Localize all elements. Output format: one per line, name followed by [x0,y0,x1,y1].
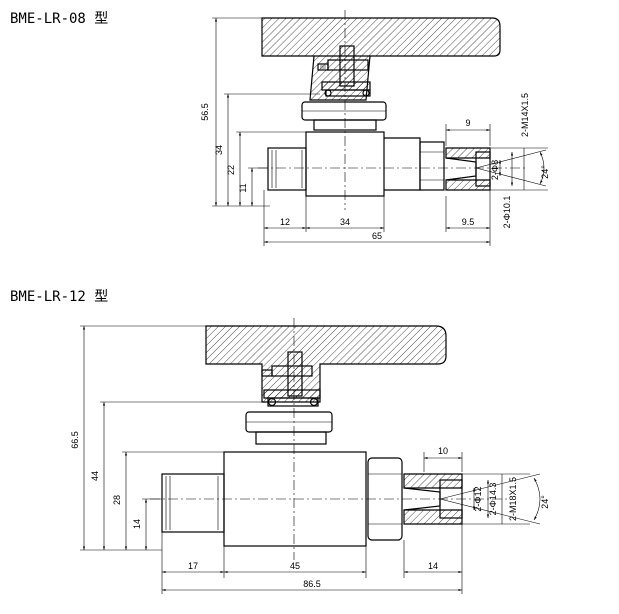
dim-12-total-height: 66.5 [70,431,80,449]
dim-08-port-depth: 9 [465,118,470,128]
dim-12-left-len: 17 [188,561,198,571]
dim-12-bore-large: 2-Φ14.3 [488,483,498,516]
dim-08-stem-height: 34 [214,145,224,155]
dim-12-right-len: 14 [428,561,438,571]
dim-12-body-len: 45 [290,561,300,571]
body-12 [150,318,510,560]
bonnet-nut-12 [245,411,333,445]
handle-08 [261,17,501,101]
dim-08-thread: 2-M14X1.5 [520,93,530,137]
body-08 [258,10,528,210]
dim-08-bore-small: 2-Φ8 [490,160,500,180]
dim-12-thread: 2-M18X1.5 [508,477,518,521]
dim-08-angle: 24° [540,165,550,179]
dim-08-total-len: 65 [372,231,382,241]
dim-12-angle: 24° [540,495,550,509]
dim-08-body-len: 34 [340,217,350,227]
view-title-bme-lr-12: BME-LR-12 型 [10,289,109,305]
dim-12-bore-small: 2-Φ12 [473,486,483,511]
dim-08-total-height: 56.5 [200,103,210,121]
valve-view-bme-lr-12: 66.5 44 28 14 17 45 14 86.5 10 2-M18X1.5… [70,318,550,594]
view-title-bme-lr-08: BME-LR-08 型 [10,11,109,27]
valve-view-bme-lr-08: 56.5 34 22 11 12 34 9.5 65 9 2-M14X1.5 2… [200,10,550,246]
dim-08-center-height: 11 [238,183,248,192]
dim-12-body-top: 28 [112,495,122,505]
dim-08-body-top: 22 [226,165,236,175]
dim-12-total-len: 86.5 [303,579,321,589]
dimensions-08 [212,17,548,246]
stem-08 [317,45,371,97]
bonnet-nut-08 [301,101,387,131]
dimensions-12 [80,325,541,594]
dim-12-port-depth: 10 [438,446,448,456]
dim-08-bore-large: 2-Φ10.1 [502,196,512,229]
dim-12-center-height: 14 [132,519,142,529]
dim-08-right-len: 9.5 [462,217,475,227]
handle-12 [205,325,447,403]
dim-12-stem-height: 44 [90,471,100,481]
stem-12 [261,351,321,407]
dim-08-left-len: 12 [280,217,290,227]
